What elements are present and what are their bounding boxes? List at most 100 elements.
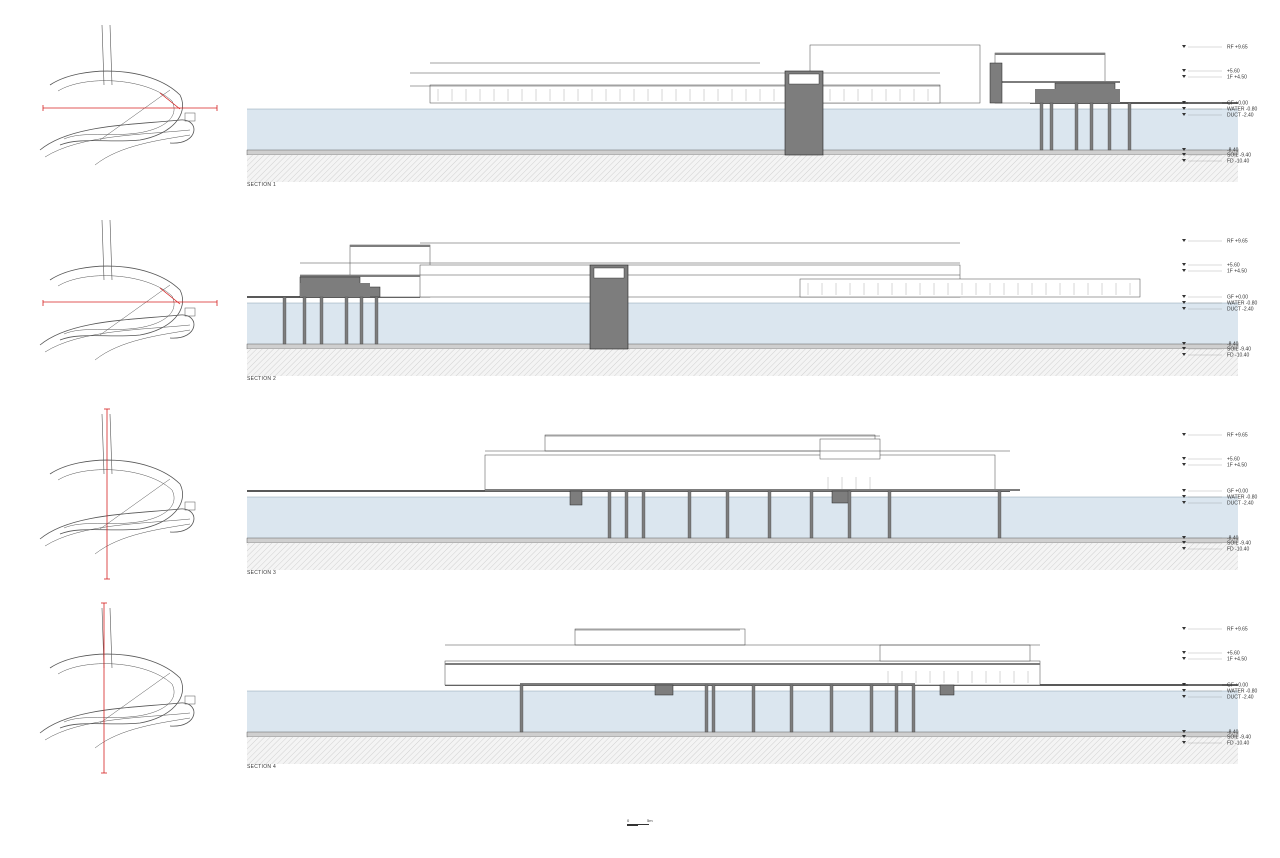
cut-slab — [445, 663, 1040, 665]
core-shaft — [589, 264, 629, 350]
level-label: SOIL -9.40 — [1227, 153, 1251, 159]
key-plan-pavilion — [184, 307, 196, 317]
cut-slab — [350, 245, 430, 247]
pile — [624, 490, 629, 539]
section-3-title: SECTION 3 — [247, 570, 277, 576]
level-label: SOIL -9.40 — [1227, 347, 1251, 353]
key-plan-4 — [39, 602, 196, 774]
pile — [704, 684, 709, 733]
level-label: WATER -0.80 — [1227, 107, 1258, 113]
pile — [302, 296, 307, 345]
level-marker-icon — [1182, 269, 1186, 272]
level-marker-icon — [1182, 159, 1186, 162]
key-plan-wing — [44, 518, 191, 547]
level-marker-icon — [1182, 69, 1186, 72]
level-marker-icon — [1182, 489, 1186, 492]
key-plan-wing — [57, 275, 175, 335]
cut-slab — [600, 489, 1020, 491]
pile — [344, 296, 349, 345]
level-label: SOIL -9.40 — [1227, 735, 1251, 741]
level-label: 1F +4.50 — [1227, 75, 1247, 81]
pile — [359, 296, 364, 345]
level-label: SOIL -9.40 — [1227, 541, 1251, 547]
pile — [894, 684, 899, 733]
level-label: FD -10.40 — [1227, 353, 1249, 359]
key-plan-spine — [101, 219, 113, 281]
building-volume — [799, 278, 1141, 298]
level-label: DUCT -2.40 — [1227, 307, 1254, 313]
level-marker-icon — [1182, 463, 1186, 466]
level-label: GF +0.00 — [1227, 101, 1248, 107]
level-marker-icon — [1182, 627, 1186, 630]
level-label: DUCT -2.40 — [1227, 695, 1254, 701]
key-plan-wing — [57, 80, 175, 140]
level-label: -8.40 — [1227, 148, 1239, 154]
key-plan-wing — [44, 324, 191, 353]
key-plan-wing — [57, 469, 175, 529]
pile — [887, 490, 892, 539]
section-1-title: SECTION 1 — [247, 182, 277, 188]
soil-band — [246, 537, 1239, 544]
level-label: DUCT -2.40 — [1227, 113, 1254, 119]
pile — [809, 490, 814, 539]
key-plan-wing — [94, 134, 191, 166]
building-volume — [574, 628, 746, 646]
level-label: WATER -0.80 — [1227, 495, 1258, 501]
cut-element — [569, 490, 583, 506]
level-marker-icon — [1182, 689, 1186, 692]
key-plan-wing — [94, 523, 191, 555]
level-label: 1F +4.50 — [1227, 269, 1247, 275]
level-marker-icon — [1182, 101, 1186, 104]
level-label: FD -10.40 — [1227, 159, 1249, 165]
level-label: DUCT -2.40 — [1227, 501, 1254, 507]
pile — [1089, 102, 1094, 151]
soil-band — [246, 149, 1239, 156]
cut-element — [831, 490, 851, 504]
level-marker-icon — [1182, 107, 1186, 110]
level-label: -8.40 — [1227, 730, 1239, 736]
water-band — [247, 497, 1238, 538]
cut-element — [654, 684, 674, 696]
level-marker-icon — [1182, 307, 1186, 310]
level-label: +5.60 — [1227, 263, 1240, 269]
level-label: +5.60 — [1227, 651, 1240, 657]
level-label: WATER -0.80 — [1227, 301, 1258, 307]
water-band — [247, 109, 1238, 150]
key-plan-1 — [39, 24, 218, 166]
building-volume — [819, 438, 881, 460]
level-marker-icon — [1182, 735, 1186, 738]
key-plan-bridge — [99, 672, 171, 724]
level-marker-icon — [1182, 433, 1186, 436]
level-marker-icon — [1182, 547, 1186, 550]
key-plan-wing — [49, 70, 183, 146]
level-marker-icon — [1182, 347, 1186, 350]
scale-bar-start: 0 — [627, 818, 630, 823]
level-marker-icon — [1182, 457, 1186, 460]
level-marker-icon — [1182, 301, 1186, 304]
level-marker-icon — [1182, 501, 1186, 504]
pile — [641, 490, 646, 539]
level-label: FD -10.40 — [1227, 741, 1249, 747]
section-2-title: SECTION 2 — [247, 376, 277, 382]
level-marker-icon — [1182, 295, 1186, 298]
level-label: 1F +4.50 — [1227, 463, 1247, 469]
pile — [1039, 102, 1044, 151]
cut-deck — [1035, 89, 1120, 103]
key-plan-2 — [39, 219, 218, 361]
scale-bar-end: 5m — [647, 818, 653, 823]
key-plan-wing — [49, 653, 183, 729]
key-plan-3 — [39, 408, 196, 580]
foundation-band — [247, 349, 1238, 376]
level-label: FD -10.40 — [1227, 547, 1249, 553]
level-marker-icon — [1182, 148, 1186, 151]
level-marker-icon — [1182, 45, 1186, 48]
key-plan-bridge — [99, 284, 171, 336]
foundation-band — [247, 155, 1238, 182]
pile — [829, 684, 834, 733]
key-plan-spine — [101, 24, 113, 86]
level-marker-icon — [1182, 353, 1186, 356]
pile — [847, 490, 852, 539]
